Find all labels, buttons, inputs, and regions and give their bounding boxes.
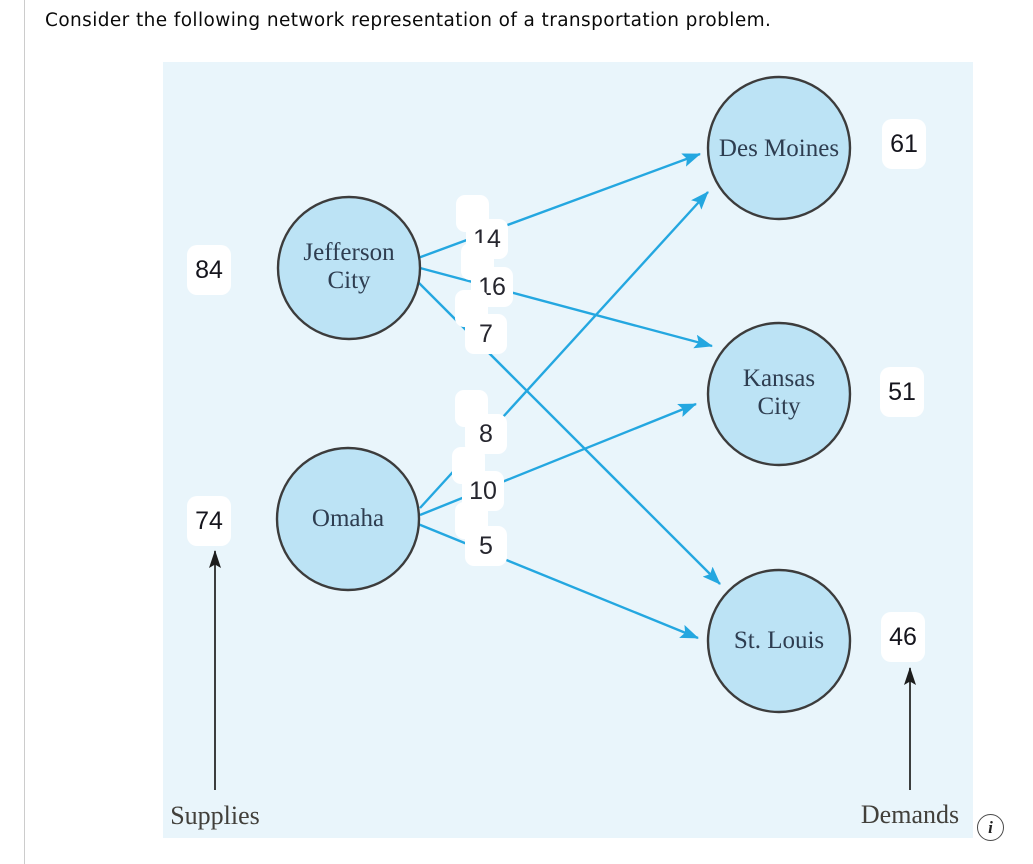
node-circle-omaha	[275, 446, 421, 592]
node-label-line: City	[327, 267, 371, 294]
node-circle-jefferson-city	[276, 195, 422, 341]
node-circle-st-louis	[706, 568, 852, 714]
left-border-line	[24, 0, 25, 864]
node-circle-des-moines	[706, 75, 852, 221]
node-label-jefferson-city: Jefferson City	[303, 239, 394, 295]
node-label-omaha: Omaha	[311, 505, 385, 532]
demand-value-kansas-city: 51	[880, 367, 924, 417]
node-label-kansas-city: Kansas City	[743, 365, 815, 421]
demands-caption: Demands	[860, 800, 960, 829]
supply-value-jefferson-city: 84	[187, 245, 231, 295]
arc-jefferson-city-to-des-moines	[417, 152, 701, 260]
node-label-line: Jefferson	[303, 239, 395, 266]
arc-omaha-to-st-louis	[417, 522, 699, 640]
demand-value-des-moines: 61	[882, 119, 926, 169]
node-circle-kansas-city	[706, 321, 852, 467]
node-label-st-louis: St. Louis	[733, 627, 825, 654]
node-label-line: Kansas	[742, 365, 816, 392]
supply-value-omaha: 74	[187, 496, 231, 546]
arc-cost-omaha-st-louis: 5	[455, 502, 507, 566]
info-button[interactable]: i	[977, 814, 1004, 841]
network-svg	[209, 75, 916, 790]
node-label-line: City	[757, 393, 801, 420]
info-icon: i	[988, 818, 993, 837]
supplies-caption: Supplies	[170, 801, 260, 830]
arc-cost-jefferson-city-st-louis: 7	[455, 290, 507, 354]
arc-jefferson-city-to-kansas-city	[419, 266, 713, 349]
demand-value-st-louis: 46	[881, 612, 925, 662]
node-label-des-moines: Des Moines	[718, 135, 840, 162]
transportation-network-diagram: Jefferson City Omaha Des Moines Kansas C…	[163, 62, 973, 838]
question-prompt: Consider the following network represent…	[45, 10, 772, 31]
